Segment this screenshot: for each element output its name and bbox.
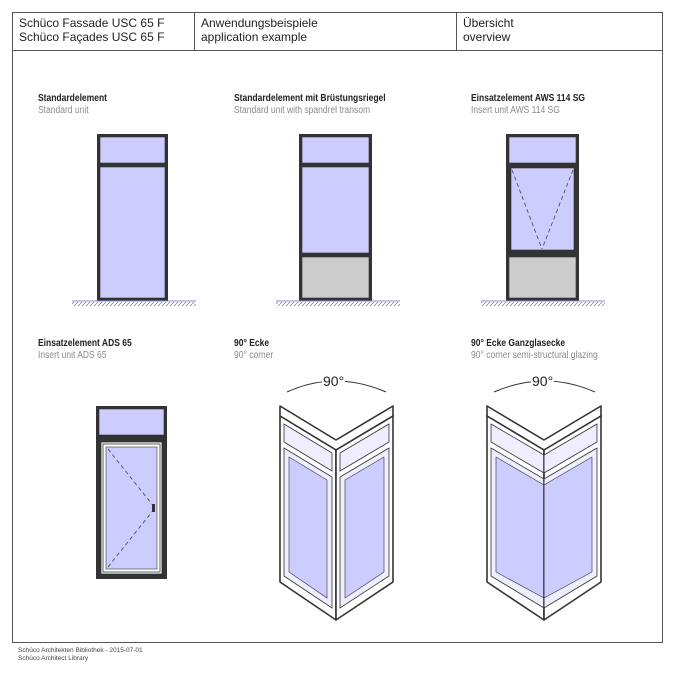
label-ads-insert-unit: Einsatzelement ADS 65 Insert unit ADS 65 [38,338,132,361]
system-name-de: Schüco Fassade USC 65 F [19,16,165,30]
label-standard-unit: Standardelement Standard unit [38,93,107,116]
standard-unit-drawing [72,134,196,306]
category-de: Anwendungsbeispiele [201,16,318,30]
category-en: application example [201,30,308,44]
footer: Schüco Architekten Bibliothek - 2015-07-… [18,647,143,663]
title-block: Schüco Fassade USC 65 F Schüco Façades U… [13,13,662,51]
view-de: Übersicht [463,16,514,30]
view-en: overview [463,30,511,44]
title-block-view: Übersicht overview [457,13,662,50]
label-aws-insert-unit: Einsatzelement AWS 114 SG Insert unit AW… [471,93,586,116]
title-block-category: Anwendungsbeispiele application example [195,13,457,50]
corner-angle-label: 90° [322,373,346,389]
ads-insert-unit-drawing [96,406,167,579]
footer-library-de: Schüco Architekten Bibliothek - 2015-07-… [18,647,143,654]
corner-glazing-unit-drawing [486,380,602,621]
system-name-en: Schüco Façades USC 65 F [19,30,165,44]
label-90-corner-glazing: 90° Ecke Ganzglasecke 90° corner semi-st… [471,338,598,361]
aws-insert-unit-drawing [481,134,605,306]
label-spandrel-unit: Standardelement mit Brüstungsriegel Stan… [234,93,386,116]
corner-glazing-angle-label: 90° [531,373,555,389]
footer-library-en: Schüco Architect Library [18,655,89,662]
spandrel-unit-drawing [276,134,400,306]
label-90-corner: 90° Ecke 90° corner [234,338,274,361]
title-block-system: Schüco Fassade USC 65 F Schüco Façades U… [13,13,195,50]
corner-unit-drawing [279,380,394,621]
drawing-sheet-frame: Schüco Fassade USC 65 F Schüco Façades U… [12,12,663,643]
